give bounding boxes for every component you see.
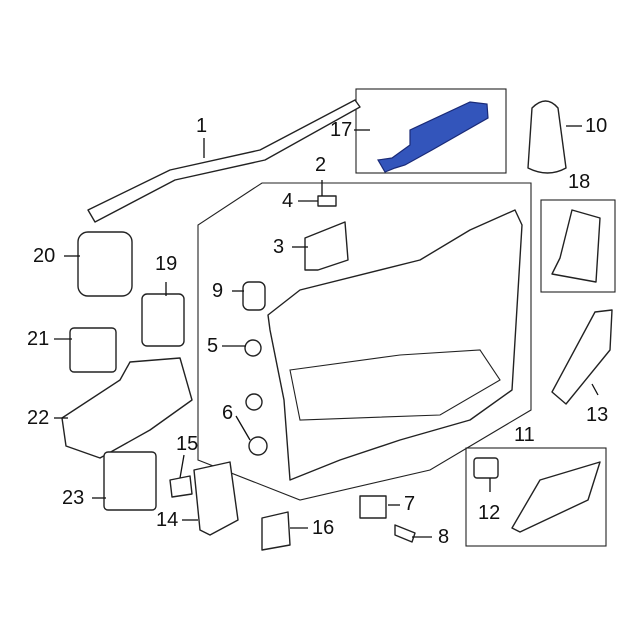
callout-3: 3 <box>273 236 285 258</box>
callout-18: 18 <box>568 171 591 193</box>
part-8-screw <box>394 524 416 543</box>
callout-7: 7 <box>404 493 416 515</box>
callout-19: 19 <box>155 253 178 275</box>
callout-6: 6 <box>222 402 234 424</box>
part-5-clip <box>244 339 262 357</box>
part-9-clip <box>242 281 266 311</box>
callout-12: 12 <box>478 502 501 524</box>
part-13 <box>551 309 613 405</box>
callout-14: 14 <box>156 509 179 531</box>
callout-16: 16 <box>312 517 335 539</box>
part-22 <box>61 357 193 459</box>
part-23 <box>103 451 157 511</box>
part-10 <box>527 100 567 174</box>
part-14 <box>193 461 239 536</box>
callout-11: 11 <box>514 424 535 446</box>
callout-10: 10 <box>585 115 608 137</box>
callout-1: 1 <box>196 115 208 137</box>
part-16 <box>261 511 291 551</box>
callout-13: 13 <box>586 404 609 426</box>
callout-2: 2 <box>315 154 327 176</box>
part-3-bracket <box>304 221 349 271</box>
callout-20: 20 <box>33 245 56 267</box>
leader-lines <box>54 125 599 538</box>
callout-23: 23 <box>62 487 85 509</box>
part-2-door-trim-panel <box>267 209 523 481</box>
part-18 <box>551 209 601 283</box>
part-12 <box>473 457 499 479</box>
part-7 <box>359 495 387 519</box>
part-6-nut <box>245 393 263 411</box>
callout-8: 8 <box>438 526 450 548</box>
door-panel-group-box <box>197 182 532 501</box>
part-19 <box>141 293 185 347</box>
callout-9: 9 <box>212 280 224 302</box>
box-18 <box>540 199 616 293</box>
part-6-clip <box>248 436 268 456</box>
part-17-switch-bezel <box>377 101 489 173</box>
switch-box-17 <box>355 88 507 174</box>
callout-22: 22 <box>27 407 50 429</box>
part-20 <box>77 231 133 297</box>
part-11 <box>511 461 601 533</box>
callout-15: 15 <box>176 433 199 455</box>
box-11 <box>465 447 607 547</box>
part-1-weatherstrip <box>87 99 361 223</box>
callout-4: 4 <box>282 190 294 212</box>
part-15 <box>169 475 193 498</box>
callout-21: 21 <box>27 328 50 350</box>
callout-17: 17 <box>330 119 353 141</box>
callout-5: 5 <box>207 335 219 357</box>
part-4-screw <box>317 195 337 207</box>
part-21 <box>69 327 117 373</box>
